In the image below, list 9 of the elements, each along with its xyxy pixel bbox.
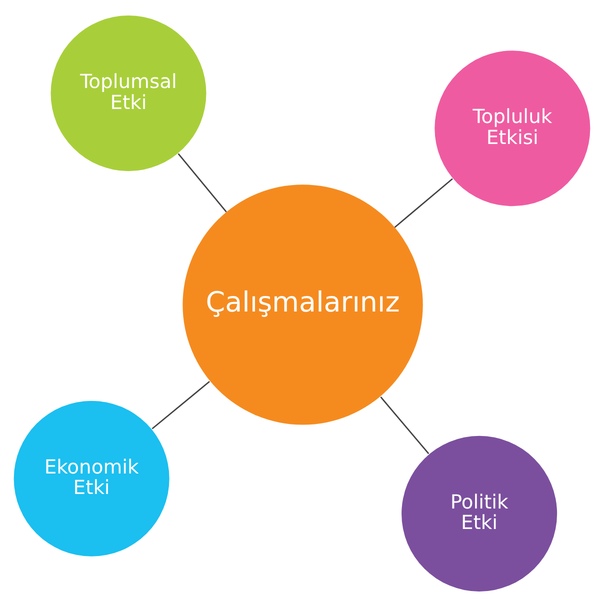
connector	[152, 380, 210, 429]
connector	[380, 396, 430, 454]
node-circle: Çalışmalarınız	[182, 184, 423, 424]
node-circle: Politik Etki	[402, 435, 558, 591]
connector	[394, 178, 453, 228]
node-circle: Ekonomik Etki	[14, 400, 170, 556]
node-circle: Topluluk Etkisi	[434, 50, 590, 206]
connector	[178, 152, 227, 212]
node-circle: Toplumsal Etki	[50, 15, 206, 171]
